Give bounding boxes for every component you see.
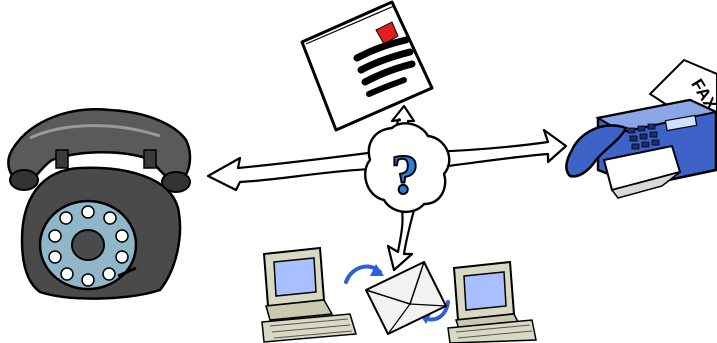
question-mark-icon: ? — [391, 144, 419, 206]
center-hub: ? — [208, 106, 566, 270]
rotary-phone-icon — [8, 109, 190, 298]
computer-right — [448, 262, 536, 343]
fax-machine-icon: FAX — [566, 60, 717, 198]
computer-left — [262, 248, 356, 342]
arrow-to-email — [388, 210, 414, 270]
letter-document-icon — [302, 2, 432, 130]
arrow-to-fax — [430, 130, 566, 168]
